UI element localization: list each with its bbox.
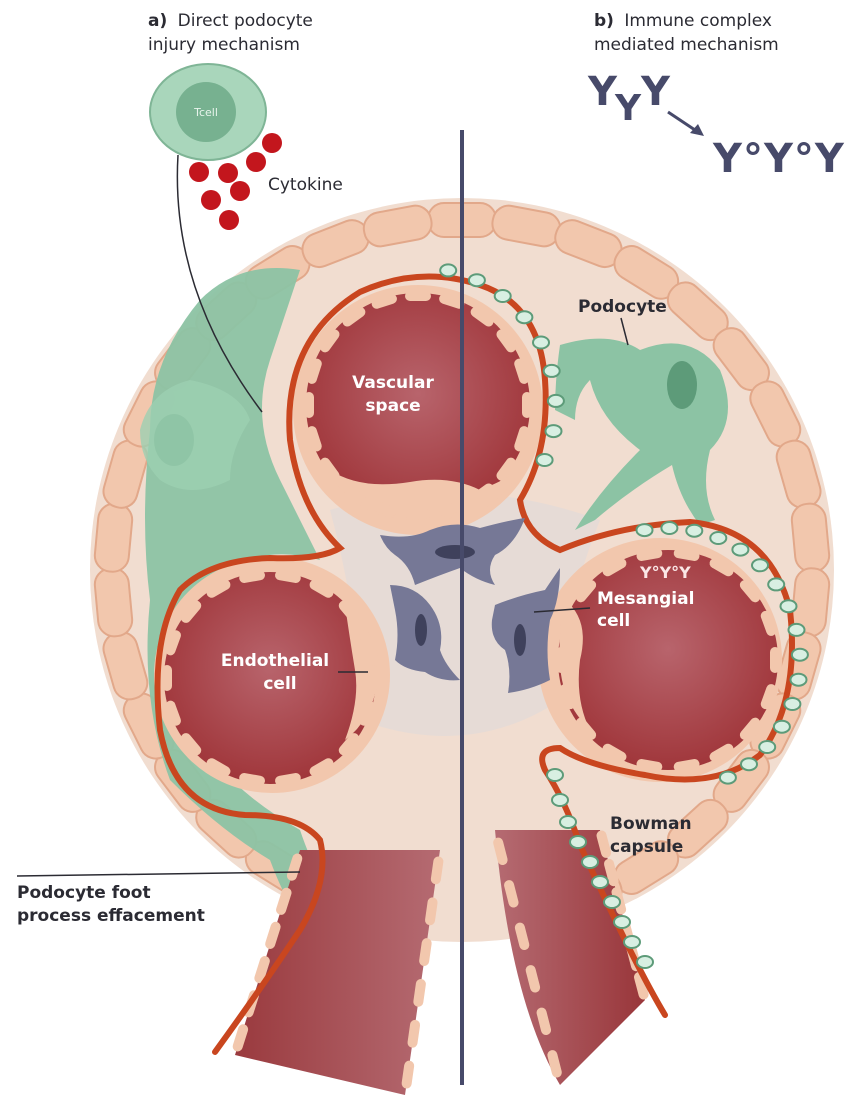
mesangial-label-2: cell [597,611,630,631]
foot-process [582,856,598,868]
foot-process [469,274,485,286]
capsule-cell [790,502,830,573]
foot-process [759,741,775,753]
foot-process [552,794,568,806]
endothelial-label-2: cell [263,674,296,694]
foot-process [537,454,553,466]
free-antibodies: Y Y Y [587,69,671,129]
foot-process [661,522,677,534]
foot-process [560,816,576,828]
foot-process [570,836,586,848]
mesangial-nucleus-2 [415,614,427,646]
panel-b-title-line2: mediated mechanism [594,35,779,55]
foot-process [624,936,640,948]
panel-a-title-line1: Direct podocyte [178,11,313,31]
foot-process [768,578,784,590]
antibody-arrow [668,112,698,132]
panel-a-title-line2: injury mechanism [148,35,300,55]
podocyte-label: Podocyte [578,297,667,317]
vascular-space-label-2: space [365,396,420,416]
foot-process [784,698,800,710]
panel-b-letter: b) [594,11,614,31]
foot-process [533,337,549,349]
foot-process [592,876,608,888]
svg-text:Y: Y [640,69,671,115]
foot-process [495,290,511,302]
foot-process [741,758,757,770]
capsule-cell [93,502,133,573]
foot-process [548,395,564,407]
foot-process [732,544,748,556]
foot-process [637,956,653,968]
endothelial-dash [522,392,532,418]
panel-a-letter: a) [148,11,167,31]
foot-process [774,721,790,733]
svg-text:Y: Y [614,88,642,129]
foot-process [440,264,456,276]
foot-process [720,772,736,784]
foot-process [547,769,563,781]
cytokine-label: Cytokine [268,175,343,195]
capsule-cell [93,567,133,638]
mesangial-label-1: Mesangial [597,589,694,609]
effacement-label-1: Podocyte foot [17,883,151,903]
foot-process [544,365,560,377]
endothelial-dash [304,392,314,418]
foot-process [604,896,620,908]
mesangial-nucleus-1 [435,545,475,559]
endothelial-dash [556,647,566,673]
endothelial-dash [162,665,172,691]
immune-complex-label: Y°Y°Y [712,136,845,182]
panel-a-title: a) Direct podocyte [148,11,313,31]
foot-process [614,916,630,928]
complex-deposit: Y°Y°Y [639,563,691,582]
foot-process [686,525,702,537]
endothelial-dash [405,291,431,301]
foot-process [789,624,805,636]
endothelial-dash [770,647,780,673]
endothelial-dash [368,665,378,691]
bowman-label-1: Bowman [610,814,692,834]
foot-process [781,600,797,612]
foot-process [546,425,562,437]
vascular-space-label-1: Vascular [352,373,434,393]
panel-b-title: b) Immune complex [594,11,772,31]
panel-b-title-line1: Immune complex [624,11,772,31]
antibody-arrow-head [690,124,704,136]
foot-process [791,674,807,686]
svg-text:Y: Y [587,69,618,115]
bowman-label-2: capsule [610,837,683,857]
foot-process [752,559,768,571]
tcell-label: Tcell [193,106,218,119]
foot-process [710,532,726,544]
effacement-label-2: process effacement [17,906,205,926]
foot-process [516,311,532,323]
endothelial-label-1: Endothelial [221,651,329,671]
endothelial-dash [405,509,431,519]
foot-process [637,524,653,536]
podocyte-nucleus-right [667,361,697,409]
t-cell: Tcell [150,64,266,160]
foot-process [792,649,808,661]
mesangial-nucleus-3 [514,624,526,656]
